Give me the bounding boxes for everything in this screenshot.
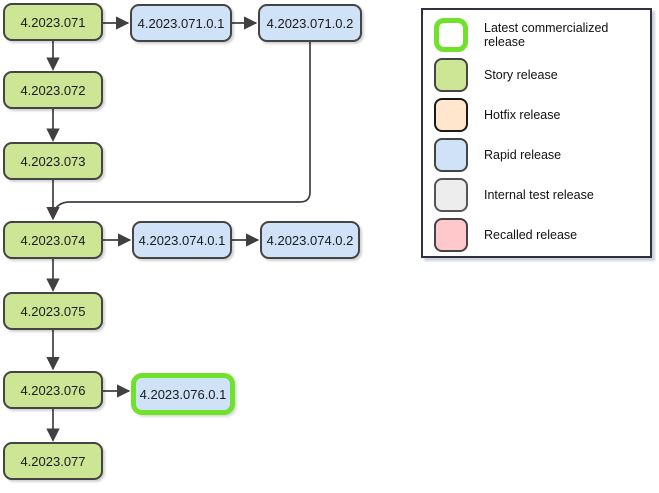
node-4-2023-074-0-1: 4.2023.074.0.1	[132, 221, 232, 259]
legend-item: Story release	[434, 55, 650, 95]
legend-item: Recalled release	[434, 215, 650, 255]
legend-label: Story release	[484, 68, 558, 82]
legend-item: Rapid release	[434, 135, 650, 175]
legend-swatch-rapid	[434, 138, 468, 172]
node-4-2023-071: 4.2023.071	[3, 3, 103, 41]
node-4-2023-076: 4.2023.076	[3, 371, 103, 409]
edge-071-0-2-to-074	[52, 42, 311, 214]
node-4-2023-074: 4.2023.074	[3, 221, 103, 259]
legend-label: Rapid release	[484, 148, 562, 162]
legend-label: Latest commercialized release	[484, 21, 609, 49]
node-4-2023-076-0-1-latest-release: 4.2023.076.0.1	[131, 373, 235, 415]
node-4-2023-073: 4.2023.073	[3, 142, 103, 180]
node-4-2023-071-0-2: 4.2023.071.0.2	[258, 4, 362, 42]
legend: Latest commercialized release Story rele…	[421, 8, 652, 258]
legend-swatch-latest-commercialized	[434, 18, 468, 52]
legend-swatch-story	[434, 58, 468, 92]
node-4-2023-077: 4.2023.077	[3, 442, 103, 480]
node-4-2023-072: 4.2023.072	[3, 71, 103, 109]
node-4-2023-074-0-2: 4.2023.074.0.2	[260, 221, 360, 259]
legend-label: Hotfix release	[484, 108, 561, 122]
legend-swatch-hotfix	[434, 98, 468, 132]
legend-item: Hotfix release	[434, 95, 650, 135]
legend-item: Internal test release	[434, 175, 650, 215]
legend-label: Recalled release	[484, 228, 578, 242]
node-4-2023-071-0-1: 4.2023.071.0.1	[130, 4, 232, 42]
legend-item: Latest commercialized release	[434, 15, 650, 55]
legend-swatch-recalled	[434, 218, 468, 252]
legend-label: Internal test release	[484, 188, 594, 202]
legend-swatch-internal-test	[434, 178, 468, 212]
node-4-2023-075: 4.2023.075	[3, 292, 103, 330]
